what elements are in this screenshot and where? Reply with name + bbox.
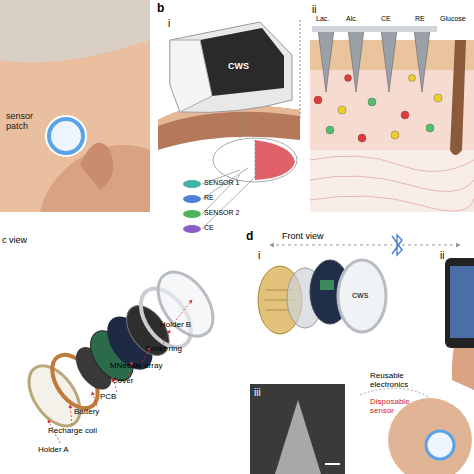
part-label: Cover [112,377,133,386]
part-label: Recharge coil [48,427,97,436]
subpanel-numeral: ii [440,250,444,261]
callout-label: Reusable electronics [370,372,432,390]
part-label: Holder A [38,446,69,455]
front-view-exploded [250,235,474,474]
part-label: MNeedle array [110,362,162,371]
subpanel-numeral: ii [312,4,316,15]
subpanel-numeral: i [258,250,260,261]
subpanel-numeral: i [168,18,170,29]
device-logo: CWS [352,292,368,300]
device-3d [158,22,300,233]
part-label: Cover ring [145,345,182,354]
electrode-label: SENSOR 2 [204,209,239,217]
exploded-isometric [17,262,224,443]
photo-label: sensor patch [6,112,44,132]
view-title: c view [2,236,27,246]
part-label: Battery [74,408,99,417]
skin-cross-section [300,20,474,212]
needle-label: CE [381,15,391,23]
electrode-label: SENSOR 1 [204,179,239,187]
needle-label: RE [415,15,425,23]
callout-label: Disposable sensor [370,398,426,416]
electrode-label: RE [204,194,214,202]
part-label: Holder B [160,321,191,330]
needle-label: Lac. [316,15,329,23]
photo-arm [0,0,150,212]
needle-label: Alc. [346,15,358,23]
view-title: Front view [282,232,324,242]
analyte-label: Glucose [440,15,466,23]
panel-letter: d [246,230,253,243]
electrode-label: CE [204,224,214,232]
part-label: PCB [100,393,116,402]
panel-letter: b [157,2,164,15]
device-logo: CWS [228,62,249,72]
subpanel-numeral: iii [254,387,261,398]
